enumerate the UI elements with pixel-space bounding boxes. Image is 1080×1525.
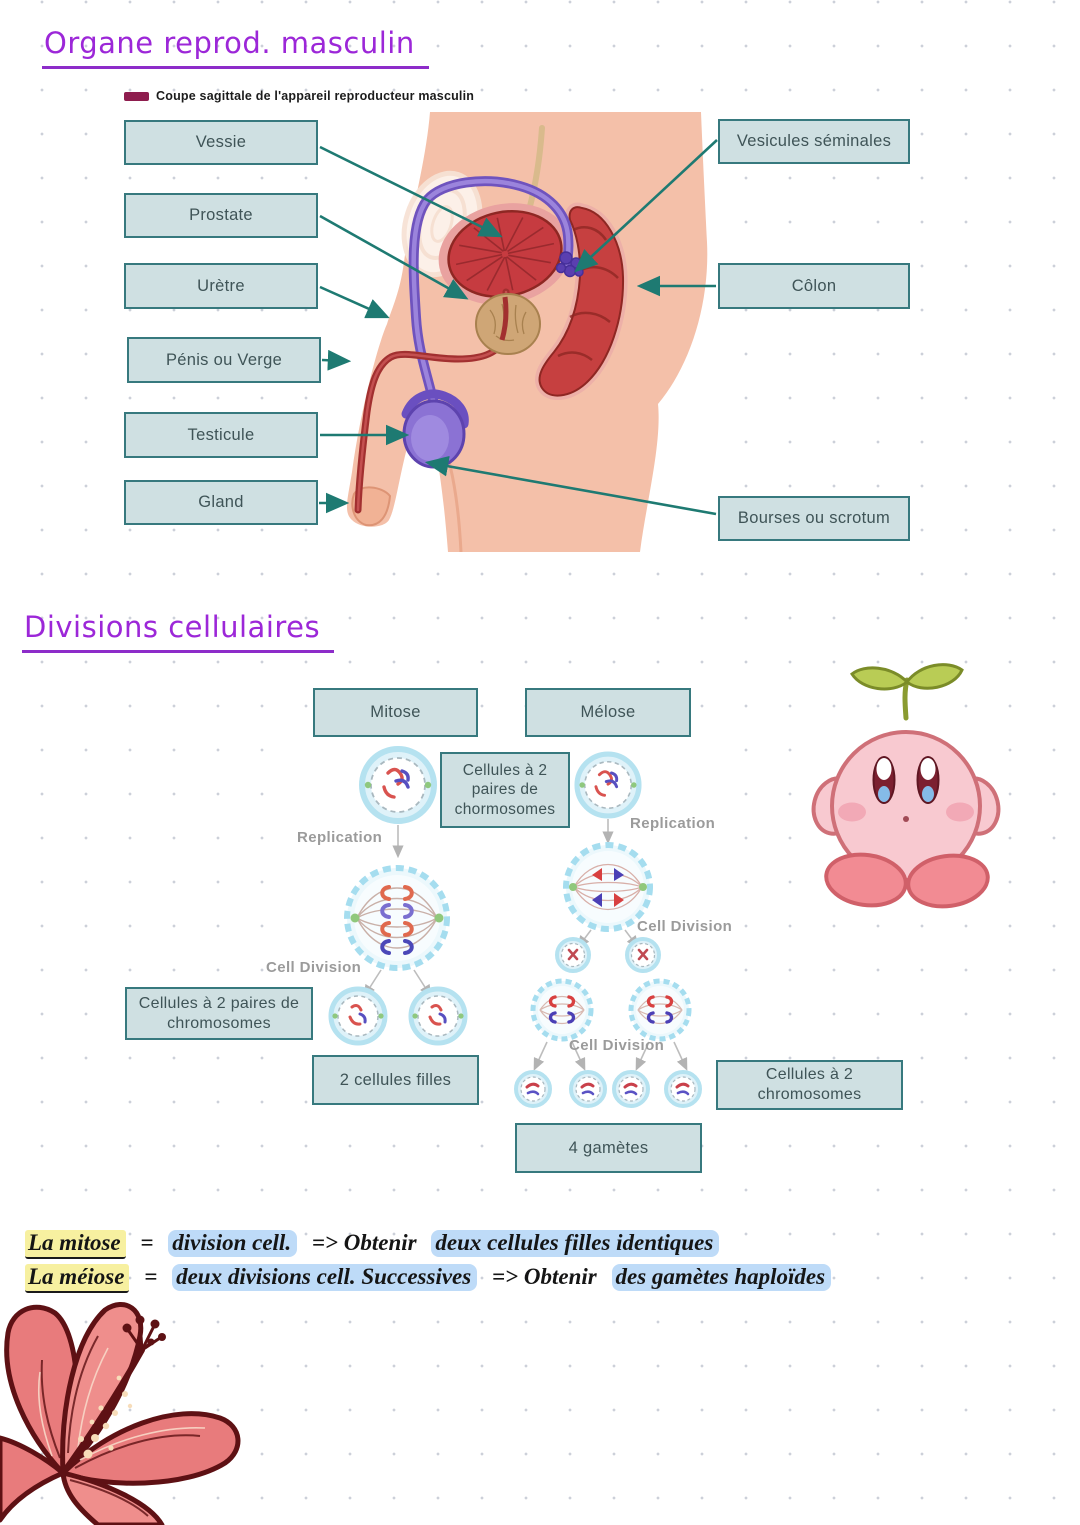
cell-division-label-meiose2: Cell Division (569, 1037, 665, 1054)
mitose-title: Mitose (370, 703, 421, 722)
label-box-vesicules: Vesicules séminales (718, 119, 910, 164)
note-separator: = (140, 1230, 154, 1255)
page-title-anatomy: Organe reprod. masculin (42, 26, 429, 69)
label-box-uretre: Urètre (124, 263, 318, 309)
caption-bullet-bar (124, 91, 149, 101)
sprout-leaf-left (850, 666, 910, 691)
gamete-cell (664, 1070, 702, 1108)
meiose-result-label: 4 gamètes (568, 1138, 649, 1157)
label-box-testicule: Testicule (124, 412, 318, 458)
page-title-division: Divisions cellulaires (22, 610, 335, 653)
cell-division-label-mitose: Cell Division (266, 959, 362, 976)
replication-label-meiose: Replication (630, 815, 716, 832)
meiosis-metaphase-cell (566, 845, 650, 929)
meiosis-intermediate-cell (625, 937, 661, 973)
cell-division-label-meiose1: Cell Division (637, 918, 733, 935)
ureter-tube (526, 125, 545, 213)
replication-label-mitose: Replication (297, 829, 383, 846)
box-mitose-title: Mitose (313, 688, 478, 737)
note-connector: => Obtenir (491, 1264, 597, 1289)
anatomy-illustration (330, 112, 730, 552)
gamete-cell (612, 1070, 650, 1108)
label-penis: Pénis ou Verge (165, 350, 283, 369)
label-prostate: Prostate (189, 206, 253, 225)
label-box-prostate: Prostate (124, 193, 318, 238)
label-gland: Gland (198, 493, 244, 512)
box-mitose-result: 2 cellules filles (312, 1055, 479, 1105)
mitosis-daughter-cell (331, 989, 385, 1043)
label-box-colon: Côlon (718, 263, 910, 309)
note-def1: division cell. (168, 1230, 298, 1257)
prostate-shape (475, 293, 541, 355)
note-def2: des gamètes haploïdes (611, 1264, 832, 1291)
melose-title: Mélose (580, 703, 636, 722)
division-diagram (265, 730, 740, 1122)
note-def1: deux divisions cell. Successives (172, 1264, 478, 1291)
sprout-stem (902, 677, 910, 721)
meiosis2-cell (631, 981, 689, 1039)
kirby-mouth (903, 816, 909, 822)
kirby-eyes (872, 756, 940, 804)
kirby-cheek (946, 802, 974, 822)
sprout-leaf-right (904, 663, 964, 690)
mitosis-parent-cell (362, 749, 434, 821)
summary-notes: La mitose = division cell. => Obtenir de… (25, 1230, 832, 1298)
mitosis-daughter-cell (411, 989, 465, 1043)
box-melose-title: Mélose (525, 688, 691, 737)
box-meiose-result: 4 gamètes (515, 1123, 702, 1173)
box-meiose-cells: Cellules à 2 chromosomes (716, 1060, 903, 1110)
note-separator: = (144, 1264, 158, 1289)
meiosis-parent-cell (577, 754, 639, 816)
label-box-bourses: Bourses ou scrotum (718, 496, 910, 541)
note-def2: deux cellules filles identiques (431, 1230, 720, 1257)
label-colon: Côlon (791, 276, 837, 295)
mitose-result-label: 2 cellules filles (339, 1070, 452, 1089)
label-box-gland: Gland (124, 480, 318, 525)
term-meiose: La méiose (25, 1264, 130, 1293)
start-cells-label: Cellules à 2 paires de chormosomes (454, 761, 556, 818)
gamete-cell (514, 1070, 552, 1108)
note-meiose: La méiose = deux divisions cell. Success… (25, 1264, 832, 1293)
label-testicule: Testicule (187, 425, 255, 444)
label-bourses: Bourses ou scrotum (737, 509, 891, 528)
mitose-parent-label: Cellules à 2 paires de chromosomes (138, 994, 300, 1032)
kirby-feet (824, 852, 990, 909)
label-vesicules: Vesicules séminales (736, 132, 892, 151)
box-start-cells: Cellules à 2 paires de chormosomes (440, 752, 570, 828)
mitosis-metaphase-cell (347, 868, 447, 968)
label-vessie: Vessie (195, 133, 247, 152)
epididymis-shape (401, 389, 469, 429)
caption-text: Coupe sagittale de l'appareil reproducte… (156, 89, 475, 103)
label-box-penis: Pénis ou Verge (127, 337, 321, 383)
kirby-sticker (802, 660, 1010, 912)
meiosis2-cell (533, 981, 591, 1039)
meiosis-intermediate-cell (555, 937, 591, 973)
anatomy-caption: Coupe sagittale de l'appareil reproducte… (124, 89, 474, 103)
label-box-vessie: Vessie (124, 120, 318, 165)
label-uretre: Urètre (197, 276, 245, 295)
gamete-cell (569, 1070, 607, 1108)
meiose-cells-label: Cellules à 2 chromosomes (757, 1066, 862, 1103)
kirby-cheek (838, 802, 866, 822)
note-connector: => Obtenir (311, 1230, 417, 1255)
box-mitose-parent: Cellules à 2 paires de chromosomes (125, 987, 313, 1040)
hibiscus-flower (0, 1302, 241, 1525)
term-mitose: La mitose (25, 1230, 126, 1259)
testicle-shape (402, 399, 466, 469)
note-mitose: La mitose = division cell. => Obtenir de… (25, 1230, 831, 1259)
